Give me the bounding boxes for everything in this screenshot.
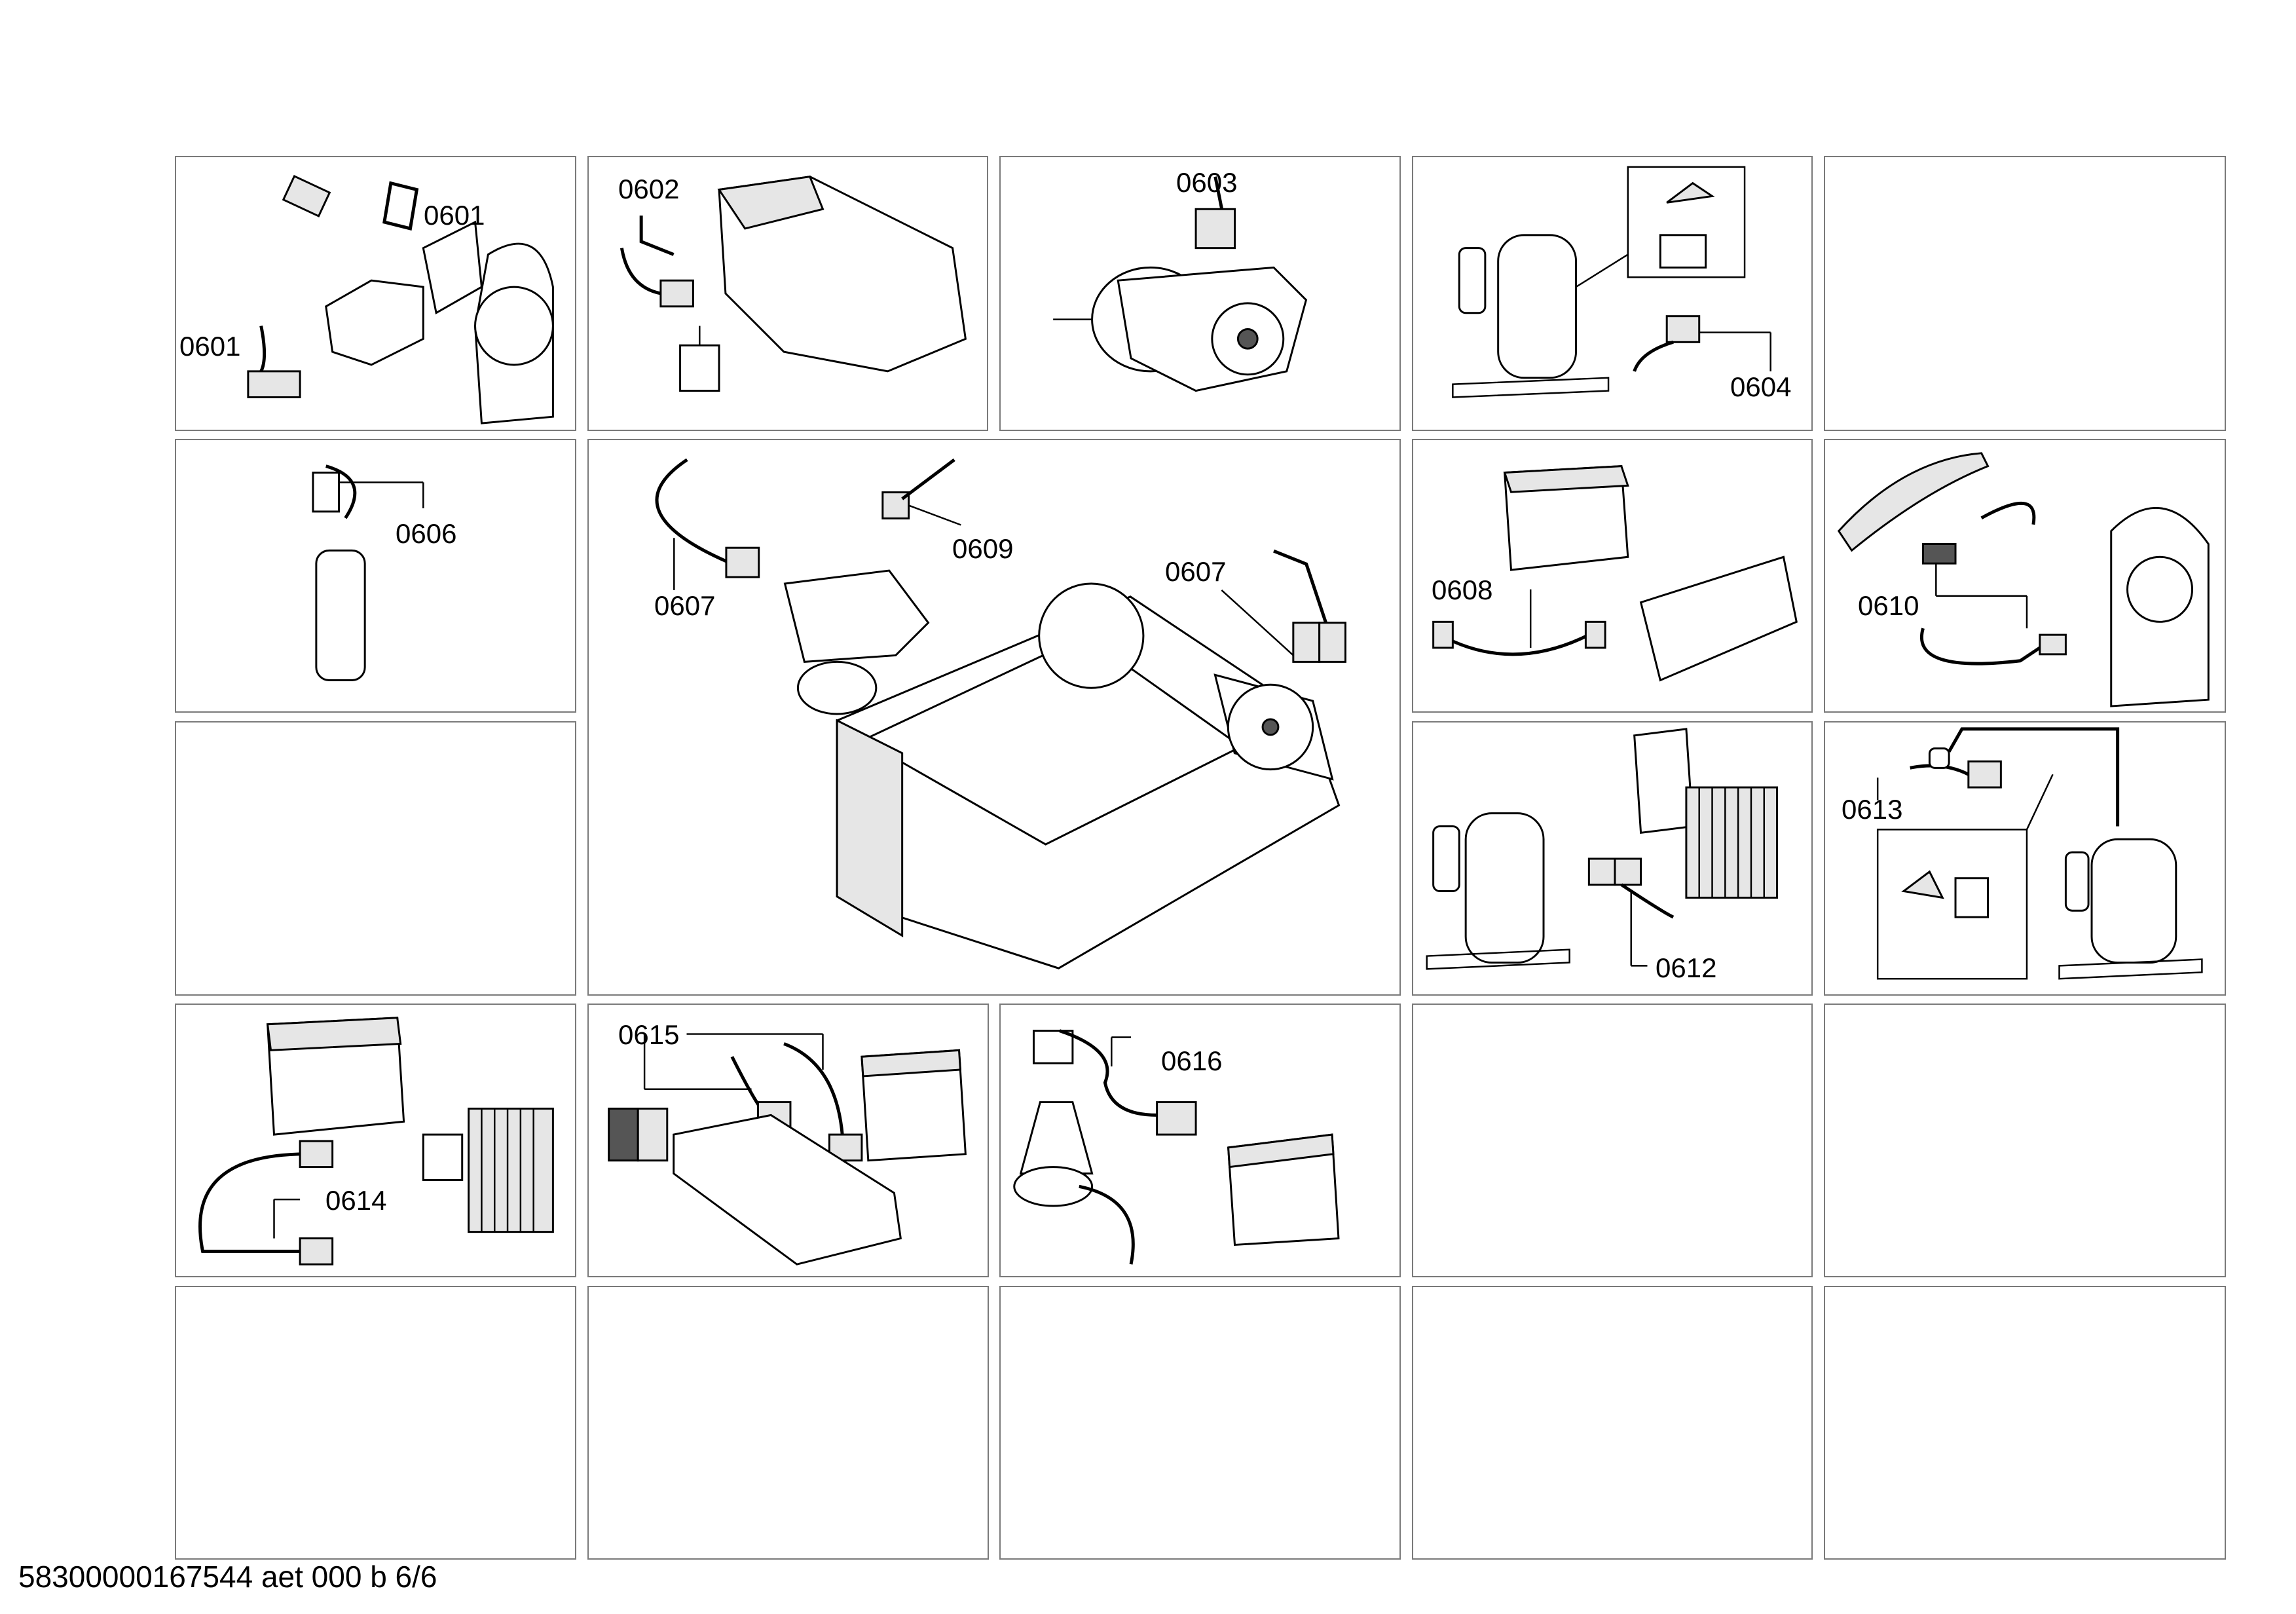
cell-r3-c4: 0612	[1412, 721, 1813, 996]
part-label[interactable]: 0614	[325, 1185, 387, 1216]
part-drawing-control-module	[1432, 465, 1798, 682]
part-drawing-compressor-heatsink	[1426, 728, 1779, 970]
part-label[interactable]: 0610	[1858, 590, 1919, 621]
part-label[interactable]: 0609	[952, 533, 1014, 564]
cell-r2-c2: 0607 0609 0607	[587, 439, 1401, 996]
cell-r4-c5	[1824, 1004, 2226, 1277]
cell-r5-c1	[175, 1286, 576, 1560]
cell-r5-c2	[587, 1286, 989, 1560]
cell-r5-c4	[1412, 1286, 1813, 1560]
cell-r2-c1: 0606	[175, 439, 576, 713]
cell-r4-c3: 0616	[999, 1004, 1401, 1277]
part-drawing-heater-assembly	[1837, 452, 2210, 707]
cell-r1-c2: 0602	[587, 156, 988, 431]
cell-r2-c4: 0608	[1412, 439, 1813, 713]
cell-r4-c4	[1412, 1004, 1813, 1277]
part-label[interactable]: 0602	[618, 174, 680, 204]
part-label[interactable]: 0606	[396, 518, 457, 549]
part-label[interactable]: 0607	[654, 590, 716, 621]
part-label[interactable]: 0613	[1842, 794, 1903, 825]
part-drawing-motor	[1053, 176, 1308, 392]
cell-r1-c5	[1824, 156, 2226, 431]
cell-r1-c4: 0604	[1412, 156, 1813, 431]
part-label[interactable]: 0603	[1176, 167, 1238, 198]
part-label[interactable]: 0612	[1656, 952, 1717, 983]
part-drawing-water-container	[620, 176, 967, 392]
cell-r4-c1: 0614	[175, 1004, 576, 1277]
part-label[interactable]: 0615	[618, 1019, 680, 1050]
part-drawing-switch-assembly	[247, 174, 554, 424]
part-label[interactable]: 0601	[424, 200, 485, 231]
cell-r3-c5: 0613	[1824, 721, 2226, 996]
part-drawing-base-frame-assembly	[655, 458, 1346, 969]
part-drawing-compressor-sensor	[1876, 727, 2203, 980]
cell-r5-c3	[999, 1286, 1401, 1560]
cell-r1-c3: 0603	[999, 156, 1401, 431]
part-drawing-module-heatsink	[198, 1017, 554, 1266]
cell-r1-c1: 0601 0601	[175, 156, 576, 431]
part-drawing-compressor	[1452, 166, 1771, 398]
document-id: 58300000167544 aet 000 b 6/6	[18, 1560, 437, 1594]
cell-r5-c5	[1824, 1286, 2226, 1560]
cell-r2-c5: 0610	[1824, 439, 2226, 713]
part-drawing-capacitor	[312, 464, 424, 681]
part-label[interactable]: 0607	[1165, 556, 1227, 587]
cell-r4-c2: 0615	[587, 1004, 989, 1277]
cell-r3-c1	[175, 721, 576, 996]
part-label[interactable]: 0604	[1730, 371, 1792, 402]
part-label[interactable]: 0601	[179, 331, 241, 362]
part-drawing-pump-sensor	[1013, 1029, 1340, 1265]
part-label[interactable]: 0608	[1432, 574, 1493, 605]
part-drawing-control-unit-harness	[608, 1033, 967, 1266]
part-label[interactable]: 0616	[1161, 1045, 1223, 1076]
